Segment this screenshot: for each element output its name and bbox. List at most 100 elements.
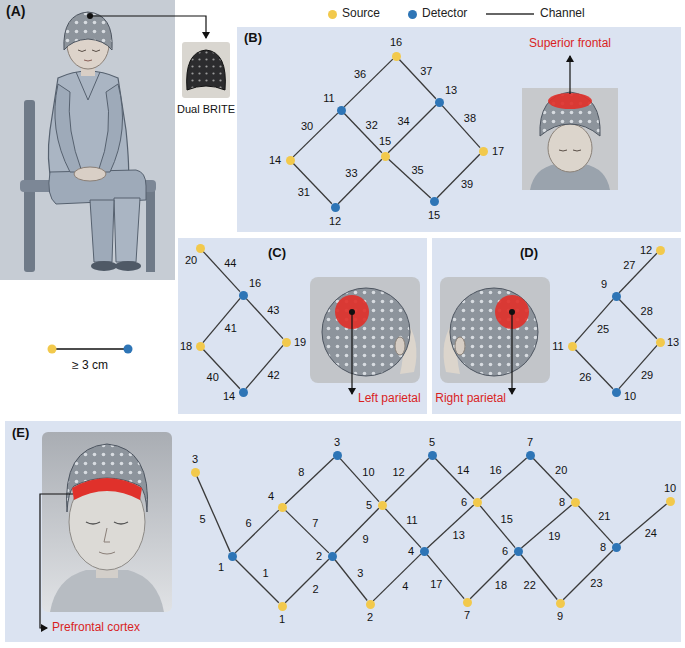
head-right-parietal [440, 277, 550, 394]
panel-letter: (E) [12, 426, 29, 440]
detector-optode: 3 [333, 451, 342, 460]
channel-line [203, 349, 240, 388]
legend-swatch [328, 10, 337, 19]
channel-number: 15 [501, 513, 513, 524]
channel-number: 18 [495, 579, 507, 590]
optode-number: 3 [334, 437, 340, 448]
channel-line [619, 504, 666, 544]
detector-optode: 7 [526, 451, 535, 460]
channel-line [235, 510, 279, 553]
optode-number: 6 [502, 546, 508, 557]
seated-figure [0, 0, 230, 280]
optode-number: 9 [557, 611, 563, 622]
source-optode: 19 [282, 338, 291, 347]
head-superior-frontal [522, 56, 618, 190]
channel-line [578, 505, 613, 543]
channel-line [521, 555, 557, 600]
channel-line [246, 345, 283, 388]
channel-line [533, 458, 572, 498]
source-optode: 20 [196, 244, 205, 253]
channel-line [344, 59, 393, 107]
region-label: Superior frontal [529, 37, 611, 50]
optode-number: 7 [464, 610, 470, 621]
channel-number: 20 [555, 465, 567, 476]
region-label: Left parietal [358, 392, 421, 405]
panel: (C)2016181914 [178, 238, 427, 414]
optode-number: 7 [527, 437, 533, 448]
channel-line [437, 154, 480, 198]
channel-number: 43 [267, 305, 279, 316]
scale-bar [48, 345, 133, 354]
source-optode: 11 [568, 342, 577, 351]
channel-number: 37 [420, 65, 432, 76]
source-optode: 4 [278, 503, 287, 512]
optode-number: 15 [379, 136, 391, 147]
legend-line [486, 13, 534, 15]
channel-number: 26 [579, 372, 591, 383]
optode-number: 10 [664, 483, 676, 494]
optode-number: 1 [218, 562, 224, 573]
optode-number: 1 [279, 614, 285, 625]
optode-number: 16 [390, 37, 402, 48]
channel-number: 31 [298, 186, 310, 197]
channel-line [399, 59, 436, 98]
channel-line [285, 510, 329, 553]
channel-line [335, 508, 379, 553]
channel-number: 17 [430, 579, 442, 590]
detector-optode: 15 [430, 197, 439, 206]
channel-number: 21 [598, 511, 610, 522]
optode-number: 18 [180, 341, 192, 352]
optode-number: 17 [492, 146, 504, 157]
channel-line [619, 253, 657, 292]
channel-number: 16 [489, 464, 501, 475]
channel-number: 34 [397, 115, 409, 126]
channel-number: 22 [524, 579, 536, 590]
optode-number: 9 [601, 279, 607, 290]
channel-number: 11 [406, 514, 417, 525]
channel-number: 27 [623, 259, 635, 270]
channel-line [373, 554, 421, 601]
panel-letter: (D) [520, 246, 538, 260]
channel-number: 24 [645, 528, 657, 539]
optode-number: 2 [367, 612, 373, 623]
channel-number: 2 [312, 584, 318, 595]
channel-number: 14 [457, 465, 469, 476]
optode-number: 4 [408, 546, 414, 557]
channel-line [427, 554, 464, 598]
source-optode: 10 [666, 497, 675, 506]
panel: (E)3573106854846127921 [5, 421, 681, 642]
optode-number: 5 [366, 500, 372, 511]
detector-optode: 16 [239, 291, 248, 300]
detector-optode: 5 [428, 451, 437, 460]
source-optode: 1 [278, 602, 287, 611]
panel-letter: (A) [6, 4, 25, 19]
channel-number: 4 [402, 581, 408, 592]
channel-line [203, 298, 240, 342]
head-left-parietal [310, 277, 420, 394]
channel-number: 10 [362, 466, 374, 477]
channel-number: 38 [464, 113, 476, 124]
channel-number: 35 [411, 164, 423, 175]
optode-number: 5 [429, 437, 435, 448]
channel-line [246, 298, 283, 338]
channel-number: 12 [392, 466, 404, 477]
channel-line [340, 458, 379, 501]
detector-optode: 14 [239, 388, 248, 397]
optode-number: 11 [323, 93, 334, 104]
channel-line [293, 113, 338, 157]
optode-number: 13 [445, 85, 457, 96]
source-optode: 7 [463, 598, 472, 607]
channel-number: 7 [312, 517, 318, 528]
source-optode: 2 [366, 600, 375, 609]
channel-number: 6 [246, 517, 252, 528]
channel-number: 9 [363, 533, 369, 544]
channel-number: 23 [590, 578, 602, 589]
channel-number: 29 [641, 369, 653, 380]
channel-line [435, 458, 474, 498]
channel-line [285, 559, 329, 603]
optode-number: 13 [667, 337, 679, 348]
source-optode: 5 [378, 501, 387, 510]
channel-line [619, 299, 657, 338]
optode-number: 15 [428, 210, 440, 221]
